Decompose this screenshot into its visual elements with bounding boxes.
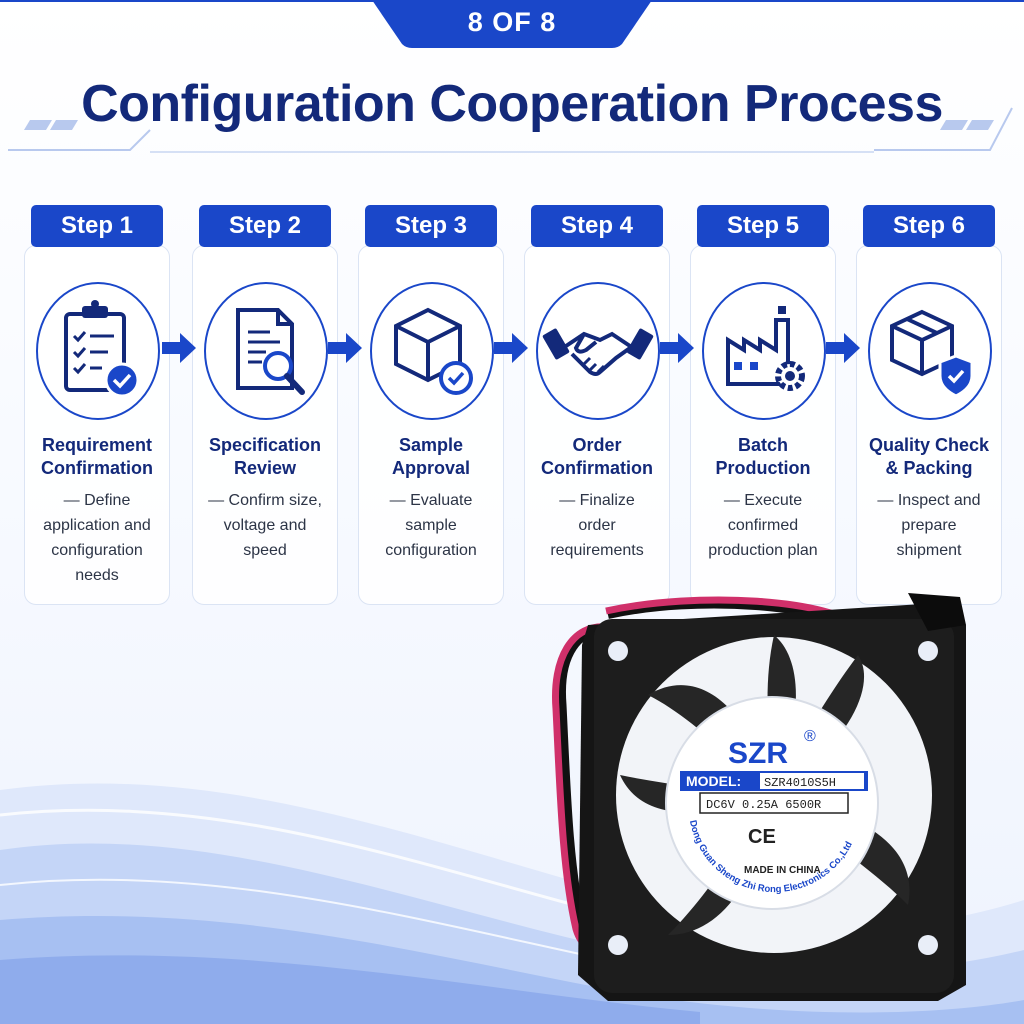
arrow-right-icon bbox=[162, 333, 196, 363]
package-shield-icon bbox=[890, 309, 974, 398]
step-title: Quality Check& Packing bbox=[868, 435, 990, 478]
arrow-right-icon bbox=[826, 333, 860, 363]
ce-mark: CE bbox=[748, 826, 776, 848]
handshake-icon bbox=[542, 328, 654, 376]
step-tab-label: Step 3 bbox=[365, 205, 497, 247]
made-in-text: MADE IN CHINA bbox=[744, 865, 821, 876]
model-label: MODEL: bbox=[686, 773, 741, 789]
step-tab-label: Step 6 bbox=[863, 205, 995, 247]
product-brand: SZR bbox=[728, 737, 788, 770]
step-tab-label: Step 2 bbox=[199, 205, 331, 247]
factory-gear-icon bbox=[726, 306, 805, 391]
page-title: Configuration Cooperation Process bbox=[81, 75, 943, 133]
step-description: — Confirm size,voltage and speed bbox=[208, 492, 322, 559]
registered-mark: ® bbox=[804, 728, 816, 745]
icon-circle bbox=[204, 282, 328, 420]
step-tab-label: Step 5 bbox=[697, 205, 829, 247]
document-search-icon bbox=[236, 308, 305, 395]
model-value: SZR4010S5H bbox=[764, 776, 836, 790]
arrow-right-icon bbox=[494, 333, 528, 363]
badge-label: 8 OF 8 bbox=[467, 7, 557, 37]
icon-circle bbox=[702, 282, 826, 420]
arrow-right-icon bbox=[660, 333, 694, 363]
arrow-right-icon bbox=[328, 333, 362, 363]
icon-circle bbox=[536, 282, 660, 420]
clipboard-check-icon bbox=[64, 300, 140, 398]
step-tab-label: Step 4 bbox=[531, 205, 663, 247]
badge-shape bbox=[0, 0, 1024, 48]
icon-circle bbox=[868, 282, 992, 420]
step-tab-label: Step 1 bbox=[31, 205, 163, 247]
product-fan-image: SZR ® MODEL: SZR4010S5H DC6V 0.25A 6500R… bbox=[551, 593, 966, 1001]
spec-text: DC6V 0.25A 6500R bbox=[706, 798, 821, 812]
box-check-icon bbox=[394, 307, 473, 395]
icon-circle bbox=[370, 282, 494, 420]
icon-circle bbox=[36, 282, 160, 420]
page-badge: 8 OF 8 bbox=[0, 0, 1024, 50]
step-card-6: Step 6 Quality Check& Packing — Inspect … bbox=[856, 205, 1002, 605]
